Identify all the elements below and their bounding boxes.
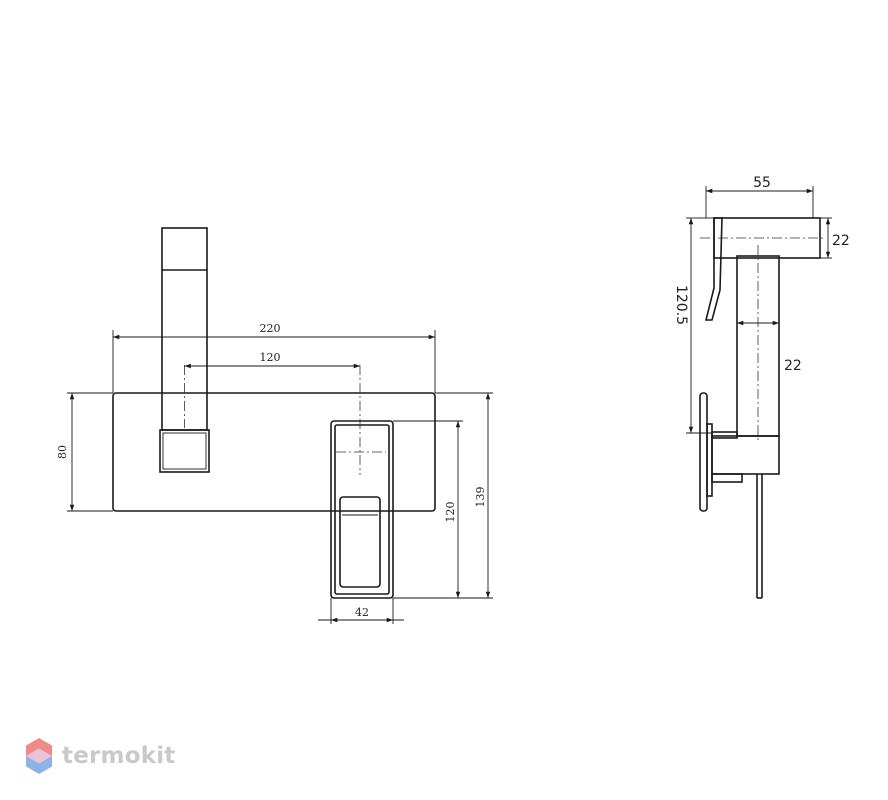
brand-logo: termokit <box>24 736 175 776</box>
dim-label-spout-drop: 120 <box>444 502 457 523</box>
dim-label-center-spacing: 120 <box>260 351 281 364</box>
dim-label-120-5: 120.5 <box>673 285 689 325</box>
dim-label-42: 42 <box>355 606 369 619</box>
hand-shower-handle <box>736 255 780 437</box>
dim-label-80: 80 <box>56 445 69 459</box>
shower-riser <box>159 227 210 473</box>
wall-flange <box>699 392 708 512</box>
dim-label-139: 139 <box>474 487 487 508</box>
dim-label-55: 55 <box>753 175 771 191</box>
front-view: 220 120 80 120 139 42 <box>56 227 493 624</box>
dim-label-hose-offset: 22 <box>784 358 802 374</box>
wall-plate <box>112 392 436 512</box>
side-view: 55 22 22 120.5 <box>673 175 850 599</box>
dim-label-220: 220 <box>260 322 281 335</box>
valve-body <box>711 435 780 475</box>
mixer-lever <box>330 420 394 599</box>
brand-name: termokit <box>62 743 176 769</box>
dim-label-head-height: 22 <box>832 233 850 249</box>
termokit-logo-icon <box>26 738 52 774</box>
